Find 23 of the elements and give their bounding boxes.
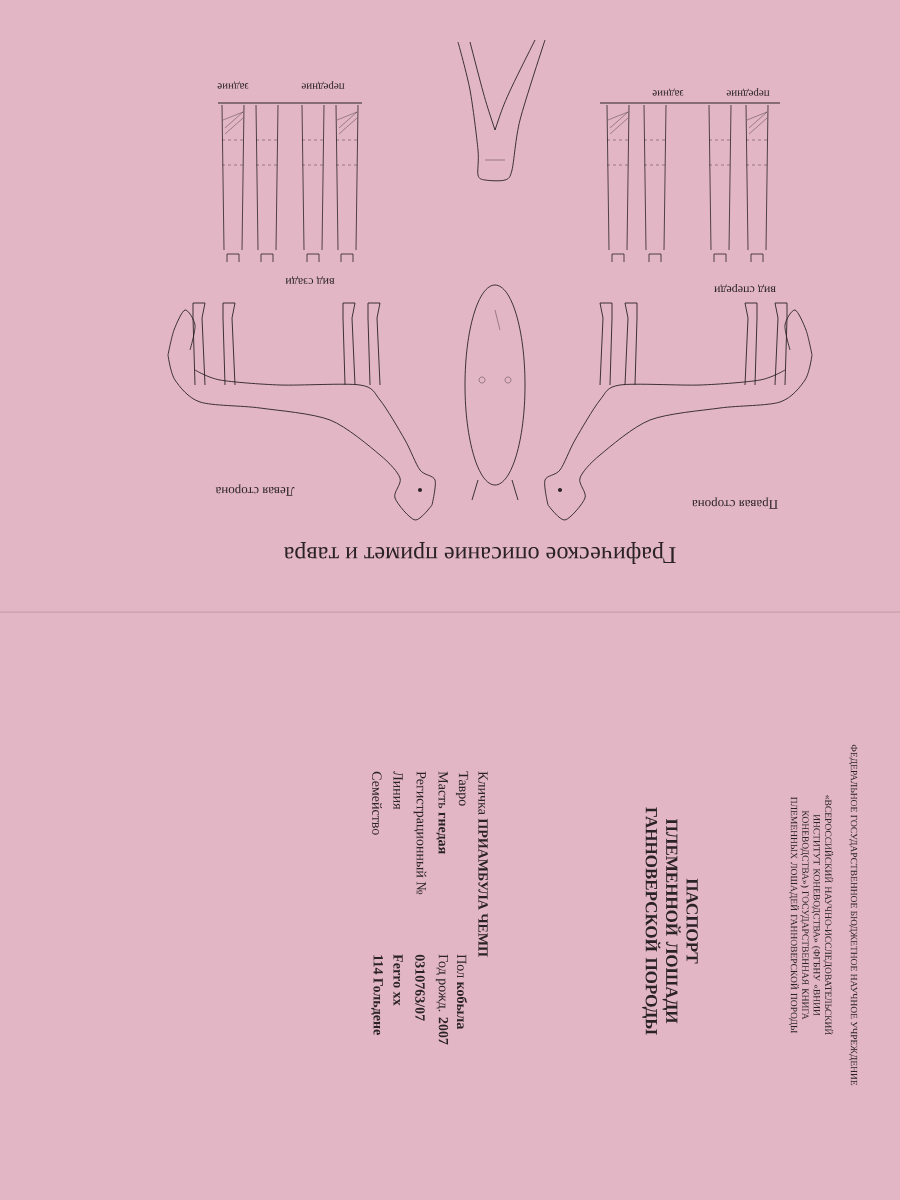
- field-text: 114 Гольдене: [371, 955, 383, 1035]
- view-label: вид сзади: [285, 276, 335, 284]
- header-text: ФЕДЕРАЛЬНОЕ ГОСУДАРСТВЕННОЕ БЮДЖЕТНОЕ НАУЧНОЕ УЧРЕЖДЕНИЕ: [848, 744, 858, 1086]
- institution-text: «ВСЕРОССИЙСКИЙ НАУЧНО-ИССЛЕДОВАТЕЛЬСКИЙ ИНСТИТУТ КОНЕВОДСТВА» (ФГБНУ «ВНИИ КОНЕВОДСТВА») ГОСУДАРСТВЕННАЯ КНИГА ПЛЕМЕННЫХ ЛОШАДЕЙ ГАННОВЕРСКОЙ ПОРОДЫ: [788, 795, 834, 1035]
- view-label: вид спереди: [714, 283, 776, 293]
- view-label: Левая сторона: [215, 484, 295, 496]
- leg-label: передние: [301, 81, 345, 89]
- field-text: Год рожд. 2007: [435, 954, 449, 1045]
- field-text: Пол кобыла: [456, 954, 468, 1030]
- field-text: Ferro xx: [393, 954, 403, 1006]
- field-text: Тавро: [455, 771, 469, 806]
- field-text: Линия: [393, 771, 403, 810]
- passport-title: ПАСПОРТ ПЛЕМЕННОЙ ЛОШАДИ ГАННОВЕРСКОЙ ПОРОДЫ: [642, 807, 698, 1035]
- leg-label: передние: [726, 88, 770, 96]
- field-text: Регистрационный №: [413, 771, 427, 895]
- field-text: Масть гнедая: [436, 771, 448, 854]
- leg-label: задние: [217, 81, 249, 89]
- field-text: 0310763/07: [415, 954, 425, 1021]
- page-heading: Графическое описание примет и тавра: [284, 542, 676, 564]
- field-text: Семейство: [372, 771, 382, 835]
- field-text: Кличка ПРИАМБУЛА ЧЕМП: [478, 771, 488, 957]
- leg-label: задние: [652, 88, 684, 96]
- view-label: Правая сторона: [692, 497, 778, 509]
